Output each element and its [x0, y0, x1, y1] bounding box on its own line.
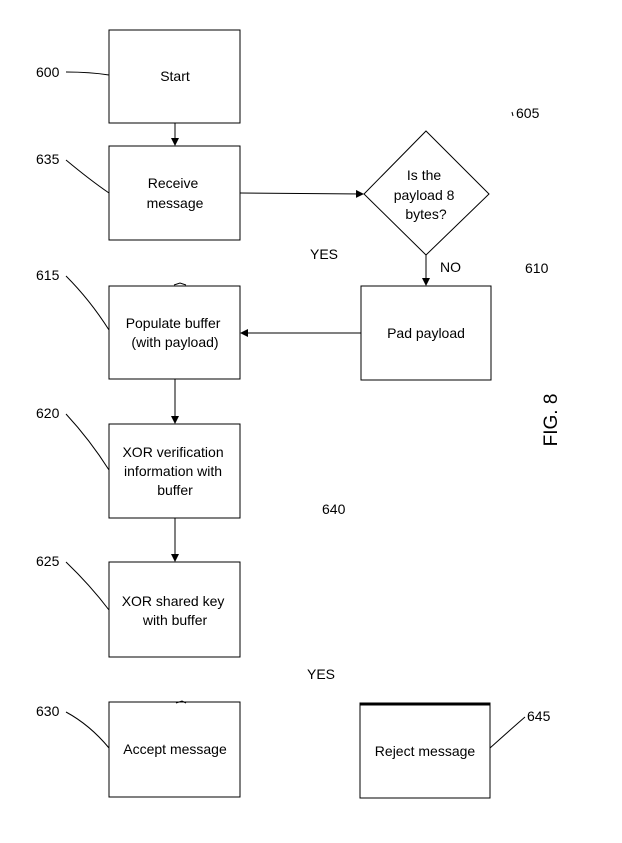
ref-620: 620	[36, 405, 60, 421]
xor-verify-line-3: buffer	[157, 482, 193, 498]
leader-600	[65, 71, 110, 76]
pad-payload-box	[360, 285, 492, 381]
reject-line-1: Reject message	[375, 743, 476, 759]
ref-625: 625	[36, 553, 60, 569]
xor-shared-key-box	[108, 561, 241, 658]
ref-645: 645	[527, 708, 551, 724]
xor-key-line-2: with buffer	[142, 612, 208, 628]
start-text: Start	[160, 68, 190, 84]
ref-600: 600	[36, 64, 60, 80]
populate-line-2: (with payload)	[131, 334, 218, 350]
start-box	[108, 29, 241, 124]
decision-line-2: payload 8	[394, 187, 455, 203]
receive-line-2: message	[147, 195, 204, 211]
ref-610: 610	[525, 260, 549, 276]
arrow-receive-to-decision	[239, 189, 364, 198]
populate-box-top-mark	[173, 282, 187, 286]
pad-payload-text: Pad payload	[387, 325, 465, 341]
xor-key-line-1: XOR shared key	[122, 593, 225, 609]
yes-upper-label: YES	[310, 246, 338, 262]
accept-box-top-mark	[175, 700, 187, 704]
figure-label: FIG. 8	[541, 394, 562, 447]
decision-text: Is the payload 8 bytes?	[394, 167, 459, 222]
accept-message-text: Accept message	[123, 741, 227, 757]
ref-605: 605	[516, 105, 540, 121]
ref-615: 615	[36, 267, 60, 283]
xor-verification-text: XOR verification information with buffer	[122, 444, 227, 498]
xor-verify-line-2: information with	[124, 463, 222, 479]
leader-625	[65, 561, 110, 611]
yes-lower-label: YES	[307, 666, 335, 682]
xor-verification-box	[108, 423, 241, 519]
start-line-1: Start	[160, 68, 190, 84]
pad-line-1: Pad payload	[387, 325, 465, 341]
populate-buffer-text: Populate buffer (with payload)	[126, 315, 225, 350]
no-label: NO	[440, 259, 461, 275]
leader-605	[511, 111, 514, 117]
leader-620	[65, 413, 110, 471]
leader-615	[65, 275, 110, 331]
receive-message-box	[108, 145, 241, 241]
populate-buffer-box	[108, 285, 241, 380]
populate-line-1: Populate buffer	[126, 315, 221, 331]
decision-line-3: bytes?	[405, 206, 446, 222]
receive-line-1: Receive	[148, 175, 199, 191]
ref-640: 640	[322, 501, 346, 517]
leader-645	[489, 716, 526, 749]
leader-630	[65, 711, 110, 749]
accept-line-1: Accept message	[123, 741, 227, 757]
ref-630: 630	[36, 703, 60, 719]
xor-shared-key-text: XOR shared key with buffer	[122, 593, 229, 628]
decision-line-1: Is the	[407, 167, 441, 183]
leader-635	[65, 159, 110, 194]
reject-message-box	[359, 702, 491, 799]
receive-message-text: Receive message	[147, 175, 204, 211]
xor-verify-line-1: XOR verification	[122, 444, 223, 460]
ref-635: 635	[36, 151, 60, 167]
reject-message-text: Reject message	[375, 743, 476, 759]
accept-message-box	[108, 701, 241, 798]
